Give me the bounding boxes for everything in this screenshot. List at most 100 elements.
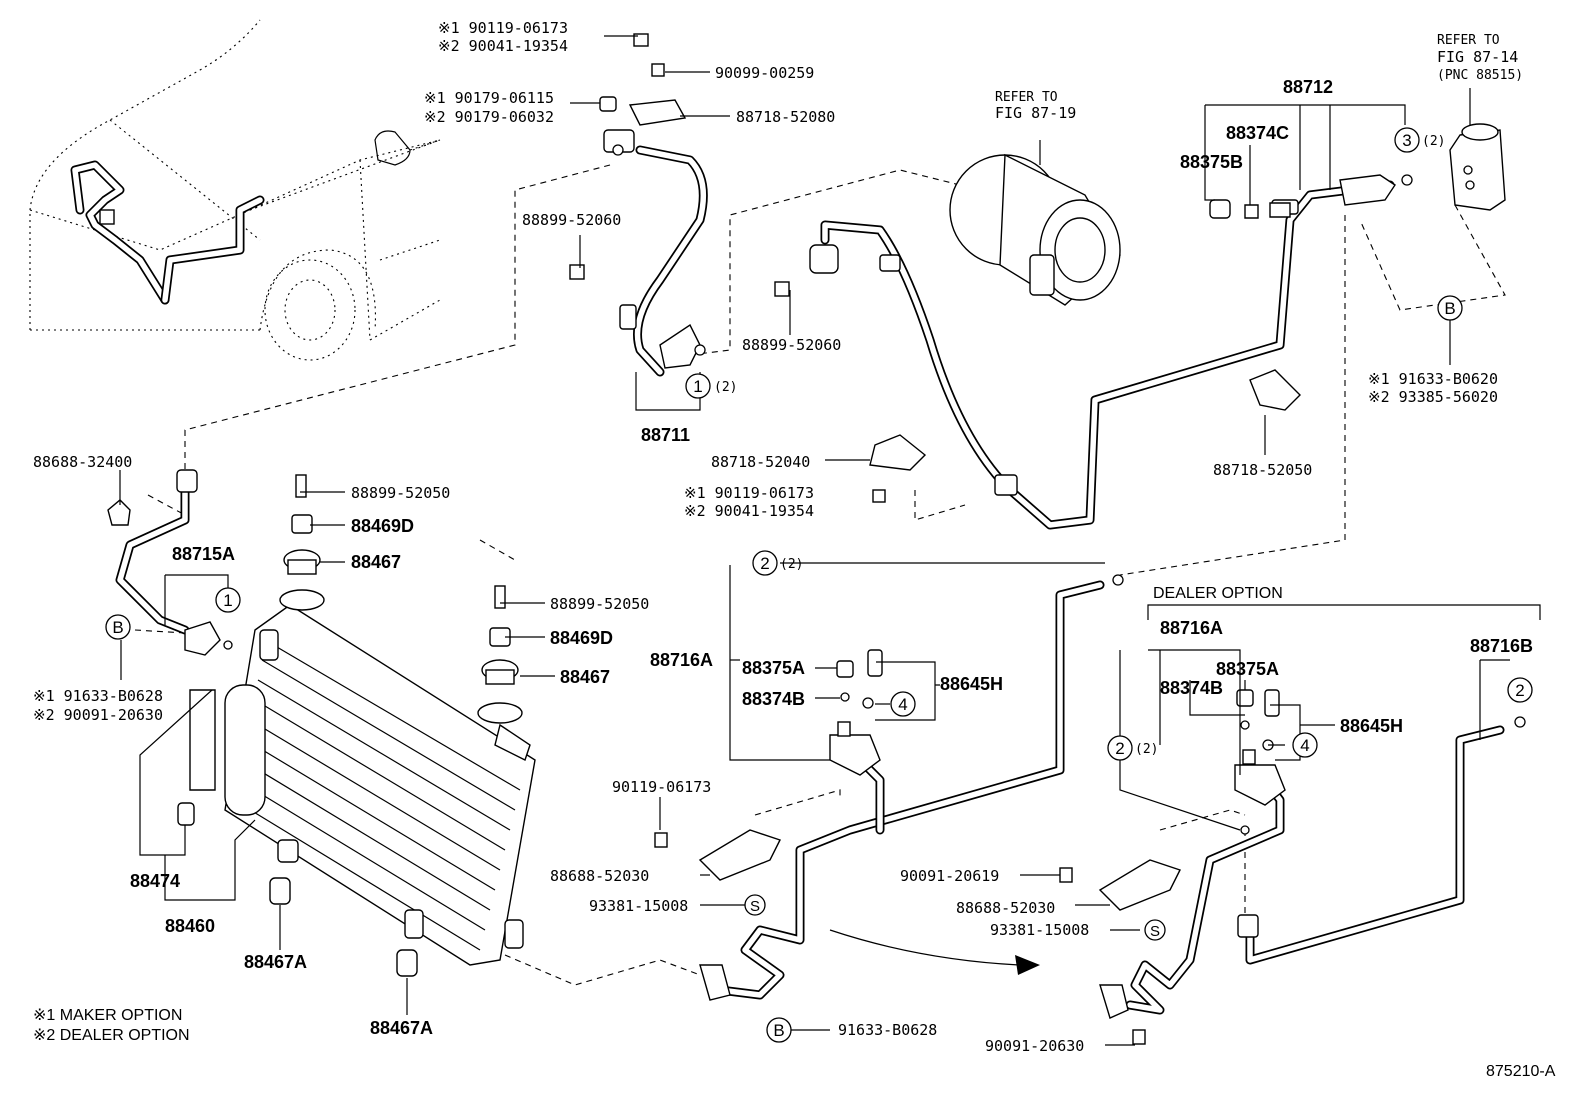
callout-B-left: B xyxy=(105,614,131,640)
label-90119-06173-b: ※1 90119-06173 xyxy=(684,484,814,502)
label-88467A-b: 88467A xyxy=(370,1018,433,1038)
svg-text:2: 2 xyxy=(1115,739,1124,758)
callout-2a: 2 xyxy=(752,550,778,576)
label-88469D-b: 88469D xyxy=(550,628,613,648)
label-88899-52050-b: 88899-52050 xyxy=(550,595,649,613)
label-88375A-a: 88375A xyxy=(742,658,805,678)
label-88374B-b: 88374B xyxy=(1160,678,1223,698)
label-90091-20630-a: ※2 90091-20630 xyxy=(33,706,163,724)
cushion-88467A-a xyxy=(269,877,291,905)
nut-90179 xyxy=(599,96,617,112)
label-88469D-a: 88469D xyxy=(351,516,414,536)
label-88467-a: 88467 xyxy=(351,552,401,572)
label-88718-52050: 88718-52050 xyxy=(1213,461,1312,479)
label-88375B: 88375B xyxy=(1180,152,1243,172)
svg-text:S: S xyxy=(750,898,760,915)
svg-text:2: 2 xyxy=(760,554,769,573)
grommet-88474 xyxy=(177,802,195,826)
bolt-88899-a xyxy=(569,264,585,280)
callout-B-right: B xyxy=(1437,295,1463,321)
svg-text:S: S xyxy=(1150,923,1160,940)
label-88718-52080: 88718-52080 xyxy=(736,108,835,126)
callout-4b: 4 xyxy=(1292,732,1318,758)
label-dealer-option: DEALER OPTION xyxy=(1153,585,1283,602)
label-88899-52050-a: 88899-52050 xyxy=(351,484,450,502)
label-88711: 88711 xyxy=(641,425,690,445)
label-88645H-b: 88645H xyxy=(1340,716,1403,736)
callout-S-b: S xyxy=(1144,919,1166,941)
label-refer-to-a: REFER TO xyxy=(995,90,1058,105)
hardware-88712 xyxy=(1209,174,1413,219)
callout-3: 3 xyxy=(1394,127,1420,153)
leader-lines xyxy=(119,35,1541,1046)
label-pnc-88515: (PNC 88515) xyxy=(1437,68,1523,83)
label-90119-06173-a: ※1 90119-06173 xyxy=(438,19,568,37)
bolt-90119 xyxy=(633,33,649,47)
callout-S-a: S xyxy=(744,894,766,916)
bracket-88718-52040 xyxy=(869,434,927,471)
pad-88474 xyxy=(189,689,216,791)
label-fig-87-14: FIG 87-14 xyxy=(1437,48,1518,66)
label-88467-b: 88467 xyxy=(560,667,610,687)
cushion-88467A-b xyxy=(396,949,418,977)
label-91633-B0628-b: 91633-B0628 xyxy=(838,1021,937,1039)
svg-text:B: B xyxy=(773,1021,784,1040)
condenser xyxy=(224,604,536,966)
label-88899-52060-a: 88899-52060 xyxy=(522,211,621,229)
label-88715A: 88715A xyxy=(172,544,235,564)
qty-1a: (2) xyxy=(714,380,737,395)
label-90041-19354-a: ※2 90041-19354 xyxy=(438,37,568,55)
bolt-90119-b xyxy=(872,489,886,503)
receiver-dryer xyxy=(1449,123,1506,211)
label-90119-06173-c: 90119-06173 xyxy=(612,778,711,796)
label-91633-B0628-a: ※1 91633-B0628 xyxy=(33,687,163,705)
label-93381-15008-b: 93381-15008 xyxy=(990,921,1089,939)
label-88718-52040: 88718-52040 xyxy=(711,453,810,471)
pipe-88716B xyxy=(1237,716,1526,965)
label-93381-15008-a: 93381-15008 xyxy=(589,897,688,915)
hose-compressor-to-pipe xyxy=(809,174,1396,530)
callout-1b: 1 xyxy=(215,587,241,613)
callout-1a: 1 xyxy=(685,373,711,399)
bolt-88899-b xyxy=(774,281,790,297)
vehicle-outline-illustration xyxy=(29,19,441,361)
label-88688-52030-a: 88688-52030 xyxy=(550,867,649,885)
svg-text:1: 1 xyxy=(223,591,232,610)
label-88716B: 88716B xyxy=(1470,636,1533,656)
bracket-88718-52050 xyxy=(1249,369,1301,411)
svg-text:4: 4 xyxy=(1300,736,1309,755)
label-88716A-a: 88716A xyxy=(650,650,713,670)
label-88716A-b: 88716A xyxy=(1160,618,1223,638)
pipe-88716A-center xyxy=(654,574,1124,1001)
arrowhead xyxy=(1015,955,1040,975)
label-refer-to-b: REFER TO xyxy=(1437,33,1500,48)
note-dealer-option: ※2 DEALER OPTION xyxy=(33,1027,190,1044)
hose-88715A xyxy=(107,469,233,656)
qty-3: (2) xyxy=(1422,134,1445,149)
label-93385-56020: ※2 93385-56020 xyxy=(1368,388,1498,406)
callout-B-bottom: B xyxy=(766,1017,792,1043)
label-88688-32400: 88688-32400 xyxy=(33,453,132,471)
label-88645H-a: 88645H xyxy=(940,674,1003,694)
label-90179-06032: ※2 90179-06032 xyxy=(424,108,554,126)
label-90091-20630-b: 90091-20630 xyxy=(985,1037,1084,1055)
label-88899-52060-b: 88899-52060 xyxy=(742,336,841,354)
cushion-set-b xyxy=(477,585,523,724)
callout-4a: 4 xyxy=(890,691,916,717)
svg-text:2: 2 xyxy=(1515,681,1524,700)
label-88712: 88712 xyxy=(1283,77,1333,97)
bracket-88718-52080 xyxy=(628,99,687,126)
hose-88711 xyxy=(603,129,708,377)
svg-text:B: B xyxy=(1444,299,1455,318)
label-91633-B0620: ※1 91633-B0620 xyxy=(1368,370,1498,388)
label-88467A-a: 88467A xyxy=(244,952,307,972)
label-90179-06115: ※1 90179-06115 xyxy=(424,89,554,107)
label-90099-00259: 90099-00259 xyxy=(715,64,814,82)
cushion-set-a xyxy=(279,474,325,611)
label-88374B-a: 88374B xyxy=(742,689,805,709)
label-88374C: 88374C xyxy=(1226,123,1289,143)
qty-2b: (2) xyxy=(1135,742,1158,757)
compressor xyxy=(949,153,1121,306)
qty-2a: (2) xyxy=(780,557,803,572)
